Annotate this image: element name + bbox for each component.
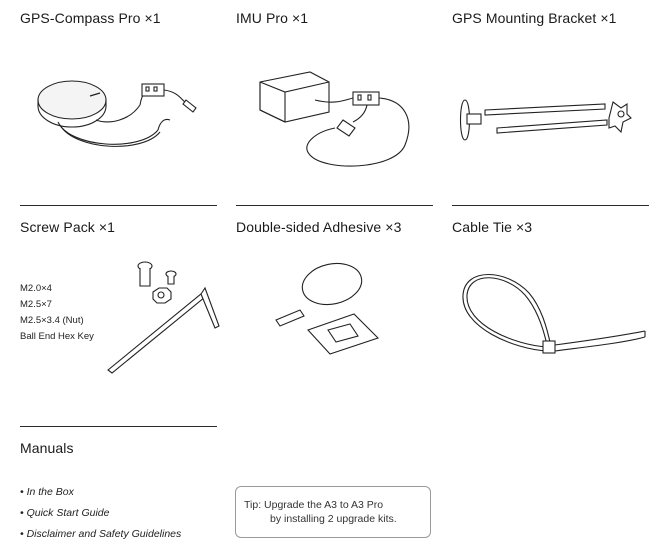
double-sided-adhesive-icon [275, 262, 380, 355]
cable-tie-icon [462, 274, 646, 354]
item-title-bracket: GPS Mounting Bracket ×1 [452, 10, 617, 26]
item-title-screw-pack: Screw Pack ×1 [20, 219, 116, 235]
divider [20, 205, 217, 206]
manuals-list: • In the Box • Quick Start Guide • Discl… [20, 482, 181, 545]
manuals-title: Manuals [20, 440, 74, 456]
divider [20, 426, 217, 427]
item-title-adhesive: Double-sided Adhesive ×3 [236, 219, 402, 235]
item-title-cable-tie: Cable Tie ×3 [452, 219, 533, 235]
imu-pro-icon [259, 71, 410, 167]
item-title-imu: IMU Pro ×1 [236, 10, 309, 26]
divider [452, 205, 649, 206]
gps-mounting-bracket-icon [459, 99, 632, 141]
manual-item: • In the Box [20, 486, 74, 498]
manual-item: • Disclaimer and Safety Guidelines [20, 528, 182, 540]
manual-item: • Quick Start Guide [20, 507, 110, 519]
tip-box: Tip: Upgrade the A3 to A3 Pro by install… [235, 486, 431, 538]
divider [236, 205, 433, 206]
screw-item: M2.0×4 [20, 283, 52, 294]
tip-line-2: by installing 2 upgrade kits. [270, 513, 397, 525]
screw-item: M2.5×3.4 (Nut) [20, 315, 84, 326]
screw-item: M2.5×7 [20, 299, 52, 310]
gps-compass-icon [37, 80, 197, 147]
screw-pack-contents: M2.0×4 M2.5×7 M2.5×3.4 (Nut) Ball End He… [20, 281, 94, 345]
tip-line-1: Tip: Upgrade the A3 to A3 Pro [244, 499, 384, 511]
screw-pack-icon [107, 261, 220, 374]
screw-item: Ball End Hex Key [20, 331, 94, 342]
item-title-gps-compass: GPS-Compass Pro ×1 [20, 10, 161, 26]
